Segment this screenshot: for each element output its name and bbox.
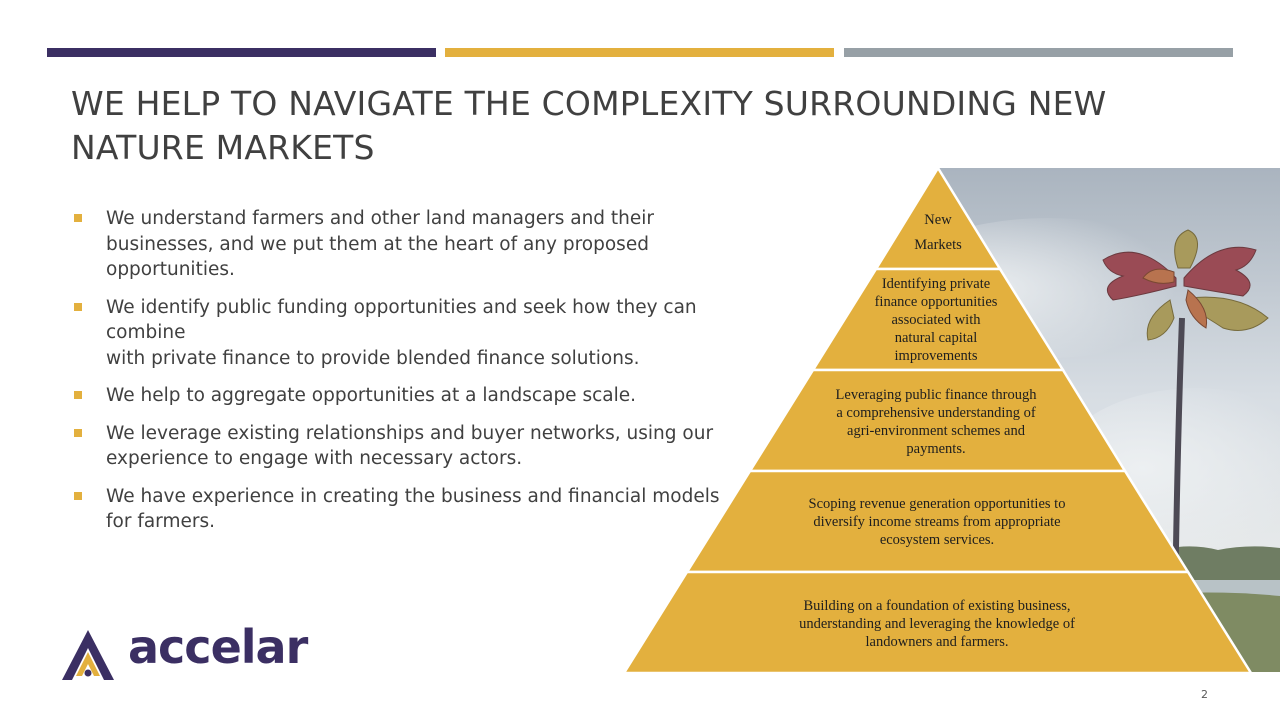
bullet-text: We leverage existing relationships and b… [106,422,714,470]
square-bullet-icon [74,302,82,311]
bullet-text: We help to aggregate opportunities at a … [106,385,636,406]
logo-wordmark: accelar [128,620,308,674]
square-bullet-icon [74,491,82,500]
square-bullet-icon [74,428,82,437]
accent-bar-gold [445,48,834,57]
pyramid-label-new-markets: New Markets [914,212,962,253]
bullet-item: We identify public funding opportunities… [74,295,724,372]
accent-bar-grey [844,48,1233,57]
bullet-item: We help to aggregate opportunities at a … [74,383,724,409]
pyramid-label-private-finance: Identifying private finance opportunitie… [874,276,998,364]
bullet-text: We understand farmers and other land man… [106,208,655,280]
page-number: 2 [1201,688,1208,701]
accent-bar-purple [47,48,436,57]
bullet-item: We understand farmers and other land man… [74,206,724,283]
bullet-list: We understand farmers and other land man… [74,206,724,547]
pyramid-label-foundation: Building on a foundation of existing bus… [799,598,1075,650]
bullet-text: We identify public funding opportunities… [106,296,697,369]
bullet-item: We have experience in creating the busin… [74,484,724,535]
pyramid-label-revenue-generation: Scoping revenue generation opportunities… [808,496,1066,548]
bullet-text: We have experience in creating the busin… [106,485,720,533]
slide-title: WE HELP TO NAVIGATE THE COMPLEXITY SURRO… [71,84,1107,167]
bullet-item: We leverage existing relationships and b… [74,421,724,472]
pyramid-label-public-finance: Leveraging public finance through a comp… [835,387,1037,457]
square-bullet-icon [74,214,82,222]
accelar-logo-mark-icon [62,630,114,680]
accelar-logo: accelar [60,620,320,686]
square-bullet-icon [74,391,82,399]
